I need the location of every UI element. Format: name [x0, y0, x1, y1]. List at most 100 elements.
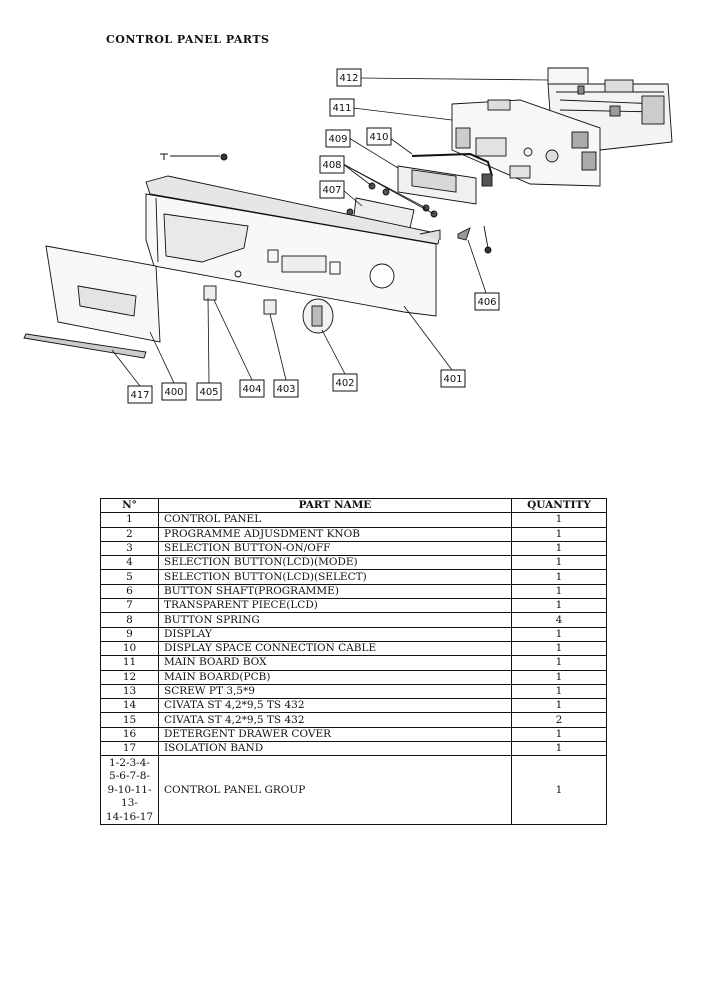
svg-text:405: 405 — [199, 387, 218, 398]
callout-404: 404 — [239, 379, 265, 398]
cell-no: 6 — [100, 583, 159, 600]
cell-name: BUTTON SPRING — [158, 612, 512, 628]
svg-text:406: 406 — [477, 297, 496, 308]
table-row-group: 1-2-3-4- 5-6-7-8- 9-10-11- 13- 14-16-17 … — [100, 755, 607, 826]
cell-no: 17 — [100, 741, 159, 757]
cell-qty: 1 — [511, 698, 607, 714]
cell-no: 4 — [100, 555, 159, 571]
group-no: 1-2-3-4- 5-6-7-8- 9-10-11- 13- 14-16-17 — [100, 755, 159, 826]
svg-text:417: 417 — [130, 390, 149, 401]
cell-no: 14 — [100, 698, 159, 714]
cell-name: CIVATA ST 4,2*9,5 TS 432 — [158, 698, 512, 714]
header-quantity: QUANTITY — [511, 497, 607, 514]
svg-text:400: 400 — [164, 387, 183, 398]
cell-qty: 1 — [511, 655, 607, 671]
header-no: N° — [100, 497, 159, 514]
svg-text:404: 404 — [242, 384, 261, 395]
cell-no: 10 — [100, 640, 159, 657]
cell-name: ISOLATION BAND — [158, 741, 512, 757]
callout-406: 406 — [474, 292, 500, 311]
cell-qty: 1 — [511, 512, 607, 528]
callout-401: 401 — [440, 369, 466, 388]
display-drawing — [397, 165, 493, 205]
cell-qty: 1 — [511, 569, 607, 585]
svg-text:407: 407 — [322, 185, 341, 196]
callout-411: 411 — [329, 98, 355, 117]
cell-qty: 1 — [511, 669, 607, 685]
cell-name: SELECTION BUTTON(LCD)(SELECT) — [158, 569, 512, 585]
callout-402: 402 — [332, 373, 358, 392]
cell-qty: 1 — [511, 555, 607, 571]
cell-no: 3 — [100, 540, 159, 557]
cell-qty: 1 — [511, 540, 607, 557]
cell-qty: 1 — [511, 583, 607, 600]
svg-text:409: 409 — [328, 134, 347, 145]
exploded-parts-diagram: 412 411 409 410 408 407 406 401 402 403 … — [23, 67, 673, 404]
cell-name: MAIN BOARD(PCB) — [158, 669, 512, 685]
svg-text:410: 410 — [369, 132, 388, 143]
cell-qty: 1 — [511, 726, 607, 743]
display-cable-drawing — [411, 152, 493, 177]
cell-no: 8 — [100, 612, 159, 628]
svg-text:411: 411 — [332, 103, 351, 114]
cell-qty: 2 — [511, 712, 607, 728]
group-name: CONTROL PANEL GROUP — [158, 755, 512, 826]
cell-no: 9 — [100, 626, 159, 642]
svg-text:408: 408 — [322, 160, 341, 171]
table-header-row: N° PART NAME QUANTITY — [100, 497, 607, 514]
cell-qty: 1 — [511, 640, 607, 657]
cell-qty: 4 — [511, 612, 607, 628]
header-part-name: PART NAME — [158, 497, 512, 514]
callout-407: 407 — [319, 180, 345, 199]
svg-text:402: 402 — [335, 378, 354, 389]
cell-name: BUTTON SHAFT(PROGRAMME) — [158, 583, 512, 600]
cell-no: 7 — [100, 598, 159, 614]
callout-409: 409 — [325, 129, 351, 148]
cell-name: MAIN BOARD BOX — [158, 655, 512, 671]
cell-qty: 1 — [511, 741, 607, 757]
cell-name: DISPLAY SPACE CONNECTION CABLE — [158, 640, 512, 657]
callout-408: 408 — [319, 155, 345, 174]
lcd-button-drawing — [203, 285, 217, 301]
group-qty: 1 — [511, 755, 607, 826]
cell-qty: 1 — [511, 526, 607, 542]
screw-drawing — [160, 153, 220, 160]
leader-lines — [111, 77, 549, 387]
isolation-band-drawing — [23, 333, 147, 359]
callout-400: 400 — [161, 382, 187, 401]
cell-no: 11 — [100, 655, 159, 671]
svg-text:401: 401 — [443, 374, 462, 385]
cell-name: SELECTION BUTTON(LCD)(MODE) — [158, 555, 512, 571]
cell-name: SELECTION BUTTON-ON/OFF — [158, 540, 512, 557]
callout-417: 417 — [127, 385, 153, 404]
cell-qty: 1 — [511, 683, 607, 700]
cell-name: TRANSPARENT PIECE(LCD) — [158, 598, 512, 614]
callout-412: 412 — [336, 68, 362, 87]
cell-no: 15 — [100, 712, 159, 728]
cell-no: 2 — [100, 526, 159, 542]
cell-name: DISPLAY — [158, 626, 512, 642]
cell-name: DETERGENT DRAWER COVER — [158, 726, 512, 743]
cell-name: SCREW PT 3,5*9 — [158, 683, 512, 700]
control-panel-drawing — [145, 175, 441, 317]
callout-410: 410 — [366, 127, 392, 146]
cell-name: PROGRAMME ADJUSDMENT KNOB — [158, 526, 512, 542]
programme-knob-drawing — [302, 298, 334, 334]
callout-405: 405 — [196, 382, 222, 401]
cell-no: 1 — [100, 512, 159, 528]
cell-no: 5 — [100, 569, 159, 585]
cell-qty: 1 — [511, 598, 607, 614]
